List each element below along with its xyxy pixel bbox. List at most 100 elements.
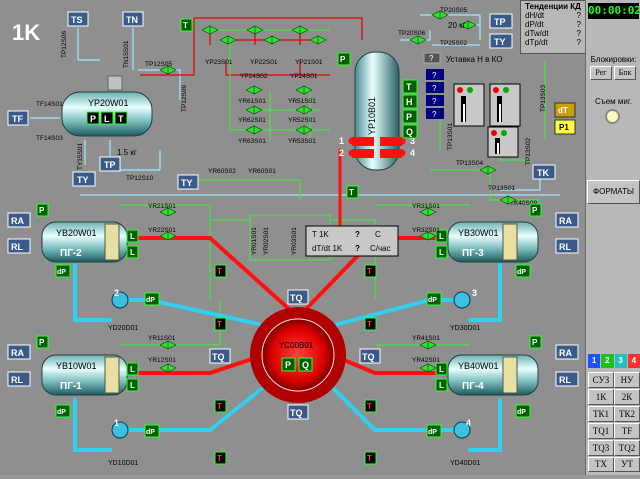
trend-dtw-value: ? bbox=[576, 29, 581, 38]
svg-text:T: T bbox=[217, 320, 222, 329]
blocking-reg-button[interactable]: Рег bbox=[590, 66, 612, 80]
tag-tf[interactable]: TF bbox=[12, 114, 23, 124]
nav-ut[interactable]: УТ bbox=[614, 457, 640, 472]
tag-rl-3[interactable]: RL bbox=[559, 242, 571, 252]
unit-tab-1[interactable]: 1 bbox=[588, 354, 601, 368]
sg2-id: YB20W01 bbox=[56, 228, 97, 238]
valve-tp20s06: TP20S06 bbox=[398, 30, 425, 37]
nav-2k[interactable]: 2К bbox=[614, 389, 640, 405]
tag-rl-1[interactable]: RL bbox=[11, 375, 23, 385]
nav-nu[interactable]: НУ bbox=[614, 372, 640, 388]
p1-box[interactable] bbox=[554, 119, 576, 135]
trend-dtp-label: dTp/dt bbox=[525, 38, 548, 47]
valve-tp13s01: TP13S01 bbox=[447, 123, 454, 150]
nav-tf[interactable]: ТF bbox=[614, 423, 640, 439]
loop-temperature-readout: T 1K ? С dT/dt 1K ? С/час bbox=[305, 225, 399, 257]
valve-tf14s01: TF14S01 bbox=[36, 101, 63, 108]
blocking-blk-button[interactable]: Бпк bbox=[614, 66, 636, 80]
svg-text:L: L bbox=[130, 381, 135, 390]
unit-tabs: 1 2 3 4 bbox=[588, 354, 640, 368]
nav-tq2[interactable]: ТQ2 bbox=[614, 440, 640, 456]
pzr-q1: ? bbox=[432, 71, 437, 80]
tag-ra-2[interactable]: RA bbox=[11, 216, 24, 226]
tag-ty-top[interactable]: TY bbox=[494, 37, 506, 47]
readout-dt-label: dT/dt 1K bbox=[312, 244, 343, 253]
trend-dtw-label: dTw/dt bbox=[525, 29, 549, 38]
formats-button[interactable]: ФОРМАТЫ bbox=[587, 180, 640, 204]
tag-tp-top[interactable]: TP bbox=[494, 17, 506, 27]
svg-text:L: L bbox=[439, 381, 444, 390]
valve-tp20s05: TP20S05 bbox=[440, 7, 467, 14]
nav-tx[interactable]: ТХ bbox=[588, 457, 614, 472]
nav-tk1[interactable]: ТК1 bbox=[588, 406, 614, 422]
steam-generators: YB20W01 ПГ-2 YB30W01 ПГ-3 YB10W01 ПГ-1 Y… bbox=[41, 221, 539, 396]
valve-yr52s01: YR52S01 bbox=[288, 117, 316, 124]
svg-text:L: L bbox=[130, 248, 135, 257]
pzr-q2: ? bbox=[432, 84, 437, 93]
svg-text:L: L bbox=[130, 365, 135, 374]
nav-tk2[interactable]: ТК2 bbox=[614, 406, 640, 422]
svg-text:L: L bbox=[439, 232, 444, 241]
valve-tp12s05: TP12S05 bbox=[145, 61, 172, 68]
primary-circuit-mnemonic: 1K bbox=[0, 0, 585, 475]
tag-tp-left[interactable]: TP bbox=[104, 160, 116, 170]
tag-ra-1[interactable]: RA bbox=[11, 348, 24, 358]
tag-rl-4[interactable]: RL bbox=[559, 375, 571, 385]
valve-symbols[interactable] bbox=[159, 10, 517, 373]
svg-text:T: T bbox=[217, 402, 222, 411]
valve-yr31s01: YR31S01 bbox=[412, 203, 440, 210]
valve-yr62s01: YR62S01 bbox=[238, 117, 266, 124]
valve-yr42s01: YR42S01 bbox=[412, 357, 440, 364]
svg-text:dP: dP bbox=[146, 429, 155, 436]
clear-signals-group: Съем миг. bbox=[588, 97, 639, 127]
heater-group-4: 4 bbox=[410, 148, 415, 158]
trends-title: Тенденции КД bbox=[525, 2, 581, 11]
unit-tab-2[interactable]: 2 bbox=[601, 354, 614, 368]
svg-text:?: ? bbox=[429, 54, 434, 63]
nav-suz[interactable]: СУЗ bbox=[588, 372, 614, 388]
valve-yp21s01: YP21S01 bbox=[295, 59, 323, 66]
sg3-id: YB30W01 bbox=[458, 228, 499, 238]
sg4-label: ПГ-4 bbox=[462, 381, 484, 392]
tag-tk[interactable]: TK bbox=[537, 168, 549, 178]
tag-ts[interactable]: TS bbox=[71, 15, 83, 25]
readout-t-label: T 1K bbox=[312, 230, 329, 239]
tag-ra-4[interactable]: RA bbox=[559, 348, 572, 358]
valve-yr51s01: YR51S01 bbox=[288, 98, 316, 105]
valve-tp25s02: TP25S02 bbox=[440, 40, 467, 47]
svg-text:P: P bbox=[532, 206, 538, 215]
tag-ty-mid[interactable]: TY bbox=[181, 178, 193, 188]
pzr-q: Q bbox=[406, 127, 413, 137]
nav-1k[interactable]: 1К bbox=[588, 389, 614, 405]
valve-yr21s01: YR21S01 bbox=[148, 203, 176, 210]
unit-tab-4[interactable]: 4 bbox=[627, 354, 640, 368]
tag-tn[interactable]: TN bbox=[126, 15, 138, 25]
svg-text:T: T bbox=[217, 267, 222, 276]
svg-text:P: P bbox=[39, 206, 45, 215]
tag-tq-left[interactable]: TQ bbox=[212, 352, 225, 362]
valve-yp24s02: YP24S02 bbox=[240, 73, 268, 80]
svg-text:P: P bbox=[39, 338, 45, 347]
valve-yr53s01: YR53S01 bbox=[288, 138, 316, 145]
trend-dtp-value: ? bbox=[576, 38, 581, 47]
tag-tq-bottom[interactable]: TQ bbox=[290, 408, 303, 418]
nav-tq1[interactable]: ТQ1 bbox=[588, 423, 614, 439]
tag-tq-top[interactable]: TQ bbox=[290, 293, 303, 303]
reactor-q: Q bbox=[302, 360, 309, 370]
p1-label: P1 bbox=[559, 123, 569, 132]
clear-signals-lamp[interactable] bbox=[605, 109, 620, 124]
valve-yr61s01: YR61S01 bbox=[238, 98, 266, 105]
nav-tq3[interactable]: ТQ3 bbox=[588, 440, 614, 456]
dt-box[interactable] bbox=[554, 102, 576, 118]
heater-group-1: 1 bbox=[339, 136, 344, 146]
tag-tq-right[interactable]: TQ bbox=[362, 352, 375, 362]
unit-tab-3[interactable]: 3 bbox=[614, 354, 627, 368]
tag-rl-2[interactable]: RL bbox=[11, 242, 23, 252]
tag-ty-left[interactable]: TY bbox=[77, 175, 89, 185]
svg-text:T: T bbox=[367, 454, 372, 463]
pressurizer: YP10B01 1 2 3 4 bbox=[339, 51, 415, 171]
sg1-id: YB10W01 bbox=[56, 361, 97, 371]
tag-ra-3[interactable]: RA bbox=[559, 216, 572, 226]
reactor: YC00B01 P Q bbox=[250, 307, 346, 403]
